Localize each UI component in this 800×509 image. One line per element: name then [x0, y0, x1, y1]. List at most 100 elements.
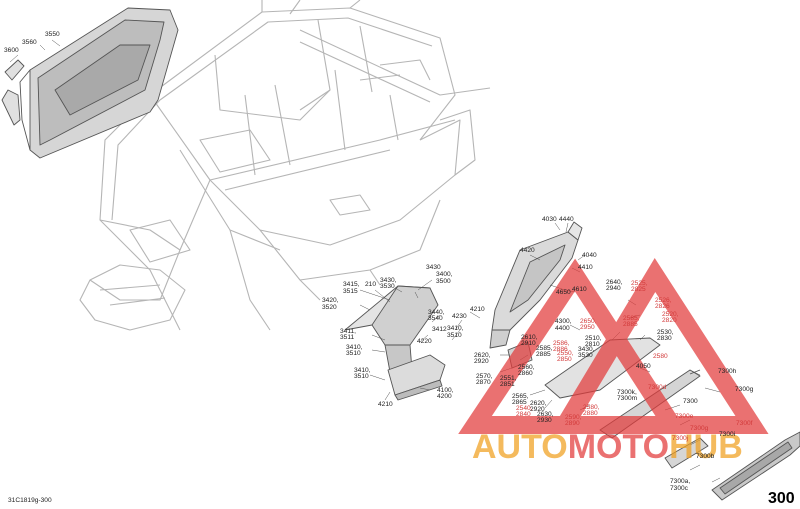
callout-3600: 3600: [4, 47, 19, 54]
callout-2865: 2865: [512, 399, 527, 406]
callout-2580b: 2580: [653, 353, 668, 360]
callout-2886: 2886: [553, 346, 568, 353]
callout-2580: 2580,: [583, 404, 600, 411]
callout-2860: 2860: [518, 370, 533, 377]
callout-4210a: 4210: [470, 306, 485, 313]
callout-3560: 3560: [22, 39, 37, 46]
callout-3412: 3412: [432, 326, 447, 333]
callout-7300f: 7300f: [736, 420, 753, 427]
callout-7300d: 7300d: [648, 384, 667, 391]
callout-7300a: 7300a,: [670, 478, 690, 485]
callout-2880: 2880: [583, 410, 598, 417]
callout-2825: 2825: [631, 286, 646, 293]
callout-7300c: 7300c: [670, 485, 689, 492]
callout-3430b: 3430,: [380, 277, 397, 284]
callout-4210b: 4210: [378, 401, 393, 408]
callout-7300k: 7300k,: [617, 389, 637, 396]
callout-7300j: 7300j: [672, 435, 689, 442]
callout-2630: 2630,: [537, 411, 554, 418]
skid-plate: [664, 431, 800, 501]
callout-4610: 4610: [572, 286, 587, 293]
callout-2620b: 2620,: [530, 400, 547, 407]
callout-2870: 2870: [476, 379, 491, 386]
watermark-triangle-right: [549, 257, 769, 434]
callout-3510a: 3510: [447, 332, 462, 339]
callout-3530: 3530: [380, 283, 395, 290]
callout-3540: 3540: [428, 315, 443, 322]
callout-7300b: 7300b: [696, 453, 715, 460]
callout-3430c: 3430,: [578, 346, 595, 353]
callout-2930: 2930: [537, 417, 552, 424]
callout-2950: 2950: [580, 324, 595, 331]
callout-2610: 2610,: [521, 334, 538, 341]
callout-3410a: 3410,: [447, 325, 464, 332]
callout-7300m: 7300m: [617, 395, 638, 402]
callout-3510c: 3510: [354, 373, 369, 380]
callout-2910: 2910: [521, 340, 536, 347]
callout-7300: 7300: [683, 398, 698, 405]
callout-2590: 2590,: [565, 414, 582, 421]
document-code: 31C1819g-300: [8, 497, 52, 504]
callout-7300g2: 7300g: [690, 425, 709, 432]
callout-3430a: 3430: [426, 264, 441, 271]
callout-2840: 2840: [516, 411, 531, 418]
callout-2586: 2586,: [553, 340, 570, 347]
callout-2826: 2826: [655, 303, 670, 310]
callout-2650: 2650,: [580, 318, 597, 325]
callout-2510: 2510,: [585, 335, 602, 342]
watermark-logo: AUTOMOTOHUB: [458, 257, 769, 466]
callout-2810: 2810: [585, 341, 600, 348]
callout-2885: 2885: [536, 351, 551, 358]
callout-210: 210: [365, 281, 376, 288]
watermark-text: AUTOMOTOHUB: [472, 428, 743, 466]
callout-4050: 4050: [636, 363, 651, 370]
callout-3530c: 3530: [578, 352, 593, 359]
callout-2920: 2920: [474, 358, 489, 365]
callout-2640: 2640,: [606, 279, 623, 286]
callout-2585: 2585,: [536, 345, 553, 352]
callout-3550: 3550: [45, 31, 60, 38]
callout-2560: 2560,: [518, 364, 535, 371]
callout-4410: 4410: [578, 264, 593, 271]
callout-2585b: 2585,: [623, 315, 640, 322]
callout-4400: 4400: [555, 325, 570, 332]
callout-4030: 4030: [542, 216, 557, 223]
callout-4100: 4100,: [437, 387, 454, 394]
callout-7300e: 7300e: [675, 413, 694, 420]
callout-4200: 4200: [437, 393, 452, 400]
callout-7300i: 7300i: [719, 431, 736, 438]
door-panel: [1, 7, 179, 159]
callout-2570: 2570,: [476, 373, 493, 380]
callout-7300h: 7300h: [718, 368, 737, 375]
callout-2851: 2851: [500, 381, 515, 388]
callout-3400: 3400,: [436, 271, 453, 278]
callout-4650: 4650: [556, 289, 571, 296]
callout-4440: 4440: [559, 216, 574, 223]
callout-4220: 4220: [417, 338, 432, 345]
callout-2550: 2550,: [557, 350, 574, 357]
callout-3440: 3440,: [428, 309, 445, 316]
callout-2540: 2540,: [516, 405, 533, 412]
callout-3410c: 3410,: [354, 367, 371, 374]
callout-4300: 4300,: [555, 318, 572, 325]
callout-2530: 2530,: [657, 329, 674, 336]
callout-4230: 4230: [452, 313, 467, 320]
callout-3411: 3411,: [340, 328, 356, 335]
callout-3500: 3500: [436, 278, 451, 285]
callout-7300g: 7300g: [735, 386, 754, 393]
callout-2940: 2940: [606, 285, 621, 292]
callout-3415: 3415,: [343, 281, 360, 288]
callout-2526: 2526,: [655, 297, 672, 304]
callout-2920b: 2920: [530, 406, 545, 413]
callout-2520: 2520,: [662, 311, 679, 318]
callout-2830: 2830: [657, 335, 672, 342]
callout-3410b: 3410,: [346, 344, 363, 351]
callout-3515: 3515: [343, 288, 358, 295]
callout-2890: 2890: [565, 420, 580, 427]
rear-panel: [489, 221, 583, 349]
callout-2525: 2525,: [631, 280, 648, 287]
callout-2565: 2565,: [512, 393, 529, 400]
page-number: 300: [768, 490, 795, 507]
